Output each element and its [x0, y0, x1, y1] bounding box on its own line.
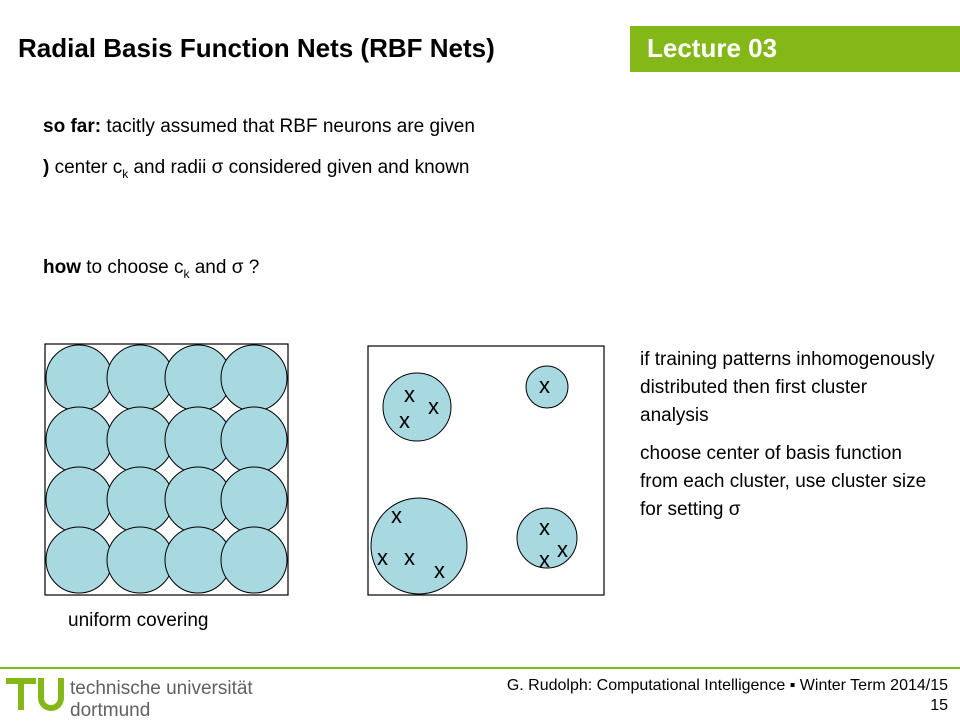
center-text: center c — [49, 157, 123, 178]
question-mark: ? — [243, 257, 260, 278]
tu-logo-icon — [6, 678, 64, 711]
explanation-para-2: choose center of basis function from eac… — [640, 440, 940, 524]
lecture-banner — [630, 26, 960, 72]
pattern-marker: x — [399, 408, 410, 433]
sigma-symbol: σ — [728, 499, 741, 520]
covering-circle — [106, 344, 174, 412]
pattern-marker: x — [391, 503, 402, 528]
pattern-marker: x — [377, 545, 388, 570]
pattern-marker: x — [404, 382, 415, 407]
lecture-label: Lecture 03 — [647, 33, 778, 63]
uniform-covering-figure — [44, 343, 289, 596]
covering-circle — [220, 466, 288, 534]
covering-circle — [106, 466, 174, 534]
covering-circle — [45, 406, 113, 474]
pattern-marker: x — [404, 545, 415, 570]
pattern-marker: x — [539, 547, 550, 572]
pattern-marker: x — [434, 558, 445, 583]
explanation-para-2-text: choose center of basis function from eac… — [640, 443, 927, 520]
covering-circle — [220, 526, 288, 594]
choose-text: to choose c — [81, 257, 184, 278]
university-name: technische universität dortmund — [70, 678, 253, 722]
so-far-label: so far: — [43, 116, 102, 137]
how-label: how — [43, 257, 81, 278]
given-text: considered given and known — [223, 157, 470, 178]
implies-symbol: ) — [43, 157, 50, 178]
uniform-covering-caption: uniform covering — [68, 610, 209, 631]
pattern-marker: x — [539, 515, 550, 540]
page-title: Radial Basis Function Nets (RBF Nets) — [18, 33, 495, 63]
pattern-marker: x — [428, 394, 439, 419]
credit-text: G. Rudolph: Computational Intelligence ▪… — [506, 677, 948, 694]
text-line-center-radii: ) center ck and radii σ considered given… — [43, 157, 470, 181]
cluster-circle — [516, 507, 578, 569]
text-line-how-to-choose: how to choose ck and σ ? — [43, 257, 259, 281]
covering-circle — [220, 344, 288, 412]
text-line-so-far: so far: tacitly assumed that RBF neurons… — [43, 116, 475, 138]
cluster-circle — [525, 365, 569, 409]
cluster-circle — [382, 372, 452, 442]
sigma-symbol: σ — [231, 257, 244, 278]
footer-credit: G. Rudolph: Computational Intelligence ▪… — [507, 676, 948, 716]
explanation-text: if training patterns inhomogenously dist… — [640, 346, 940, 534]
covering-circle — [45, 344, 113, 412]
university-name-line-1: technische universität — [70, 678, 253, 699]
page-number: 15 — [930, 697, 948, 714]
sigma-symbol: σ — [211, 157, 224, 178]
covering-circle — [220, 406, 288, 474]
covering-circle — [106, 526, 174, 594]
so-far-text: tacitly assumed that RBF neurons are giv… — [101, 116, 475, 137]
and-text: and — [189, 257, 232, 278]
cluster-figure: x x x x x x x x x x x — [367, 345, 605, 596]
covering-circle — [45, 526, 113, 594]
cluster-circle — [370, 497, 468, 595]
figure-frame — [44, 343, 289, 596]
covering-circle — [45, 466, 113, 534]
radii-text: and radii — [128, 157, 212, 178]
footer-divider — [0, 667, 960, 669]
subscript-k: k — [122, 166, 129, 181]
subscript-k: k — [183, 266, 190, 281]
pattern-marker: x — [557, 537, 568, 562]
circle-grid — [45, 344, 288, 594]
explanation-para-1: if training patterns inhomogenously dist… — [640, 349, 935, 426]
university-name-line-2: dortmund — [70, 700, 151, 721]
pattern-marker: x — [539, 373, 550, 398]
covering-circle — [106, 406, 174, 474]
